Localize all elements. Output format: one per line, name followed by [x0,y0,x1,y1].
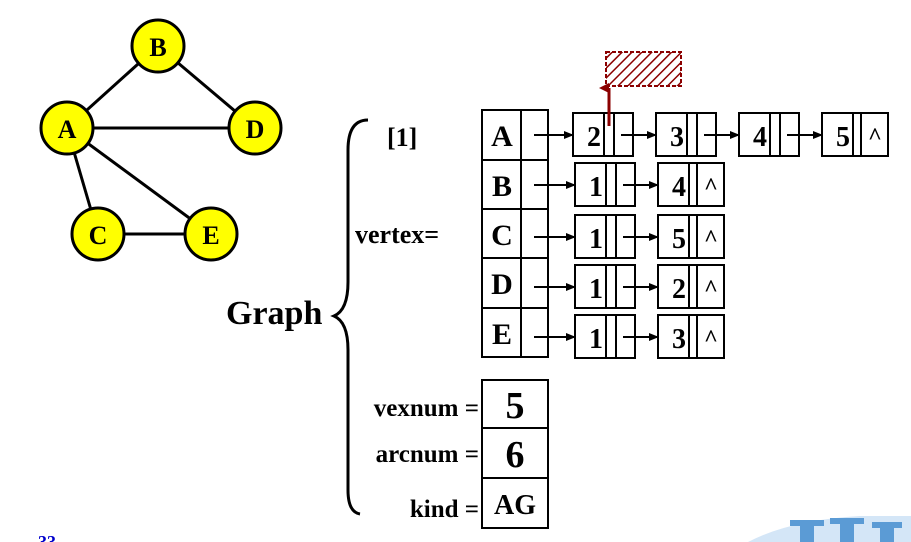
arc-node: 1 [574,162,636,207]
node-label-a: A [58,115,77,144]
vexnum-label: vexnum = [374,395,479,422]
arc-node: 4 ^ [657,162,725,207]
arc-adjvex: 5 [672,224,686,255]
arc-adjvex: 2 [587,122,601,153]
left-brace [330,118,369,516]
hatched-box [605,51,682,87]
node-label-c: C [89,221,108,250]
arc-adjvex: 3 [672,324,686,355]
graph-title: Graph [226,295,322,332]
arc-node: 5 ^ [821,112,889,157]
graph-node-d: D [227,100,283,156]
vertex-pointers [534,131,576,341]
graph-fields: vexnum = 5 arcnum = 6 kind = AG [374,379,549,529]
arc-list-e: 1 3 ^ [574,314,725,359]
graph-node-c: C [70,206,126,262]
page-number: 33 [38,532,56,542]
kind-label: kind = [410,496,479,523]
arcnum-value: 6 [506,434,525,476]
graph-nodes: B A D C E [39,18,283,262]
arc-adjvex: 1 [589,324,603,355]
arc-adjvex: 4 [672,172,686,203]
arc-node: 3 ^ [657,314,725,359]
null-pointer: ^ [868,124,882,150]
arc-node: 2 ^ [657,264,725,309]
corner-decoration [748,516,911,542]
arc-list-d: 1 2 ^ [574,264,725,309]
graph-node-e: E [183,206,239,262]
null-pointer: ^ [704,226,718,252]
vexnum-value: 5 [506,385,525,427]
kind-value: AG [494,490,536,521]
vertex-cell-d: D [491,268,513,301]
null-pointer: ^ [704,174,718,200]
arc-list-a: 2 3 4 5 ^ [572,112,889,157]
index-label: [1] [387,123,417,152]
arc-adjvex: 1 [589,274,603,305]
arc-adjvex: 2 [672,274,686,305]
vertex-cell-b: B [492,170,512,203]
node-label-d: D [246,115,265,144]
vertex-label: vertex= [355,220,439,249]
vertex-cell-a: A [491,120,513,153]
arcnum-label: arcnum = [376,441,479,468]
arc-adjvex: 5 [836,122,850,153]
graph-edges [65,44,256,236]
arc-adjvex: 3 [670,122,684,153]
graph-node-b: B [130,18,186,74]
arc-adjvex: 1 [589,172,603,203]
vertex-cell-c: C [491,219,513,252]
vertex-cell-e: E [492,318,512,351]
arc-list-c: 1 5 ^ [574,214,725,259]
arc-adjvex: 1 [589,224,603,255]
graph-node-a: A [39,100,95,156]
arc-list-b: 1 4 ^ [574,162,725,207]
edge-a-e [66,126,212,236]
null-pointer: ^ [704,276,718,302]
node-label-b: B [149,33,166,62]
vertex-array: A B C D E [481,109,549,358]
highlight-pointer [599,51,682,126]
node-label-e: E [202,221,219,250]
null-pointer: ^ [704,326,718,352]
arc-adjvex: 4 [753,122,767,153]
arc-node: 5 ^ [657,214,725,259]
